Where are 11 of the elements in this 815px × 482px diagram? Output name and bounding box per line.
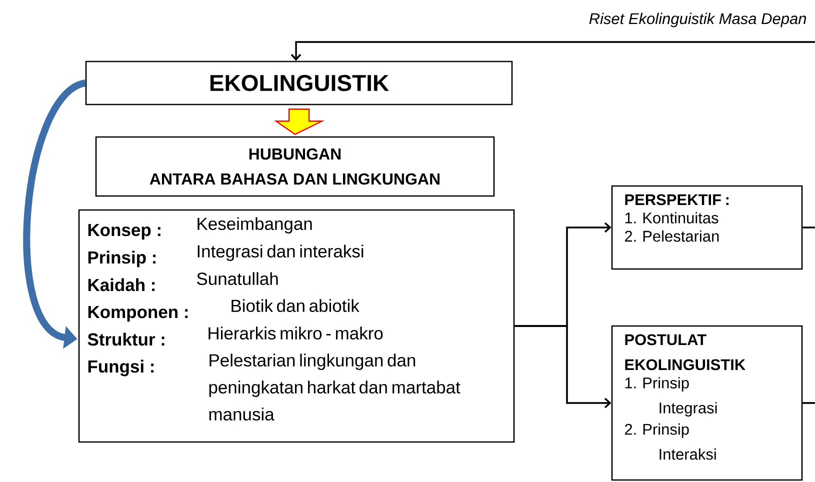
arrow bbox=[514, 325, 612, 408]
subtitle-box: HUBUNGAN ANTARA BAHASA DAN LINGKUNGAN bbox=[95, 136, 495, 197]
connector-line bbox=[802, 402, 815, 404]
list-box: PERSPEKTIF : 1. Kontinuitas 2. Pelestarian bbox=[611, 185, 803, 270]
connector-line bbox=[802, 226, 815, 228]
block-arrow bbox=[274, 108, 325, 136]
arrow bbox=[290, 41, 815, 61]
list-box: POSTULAT EKOLINGUISTIK 1. Prinsip Integrasi 2. Prinsip Interaksi bbox=[611, 325, 803, 481]
info-box: Konsep : Keseimbangan Prinsip : Integrasi dan interaksi Kaidah : Sunatullah Komponen : Biotik dan abiotik Struktur : Hierarkis mikro - makro Fungsi : Pelestarian lingkungan dan peningkatan harkat dan martabat manusia bbox=[78, 209, 515, 443]
edge-label: Riset Ekolinguistik Masa Depan bbox=[588, 12, 808, 28]
title-box: EKOLINGUISTIK bbox=[85, 60, 513, 106]
